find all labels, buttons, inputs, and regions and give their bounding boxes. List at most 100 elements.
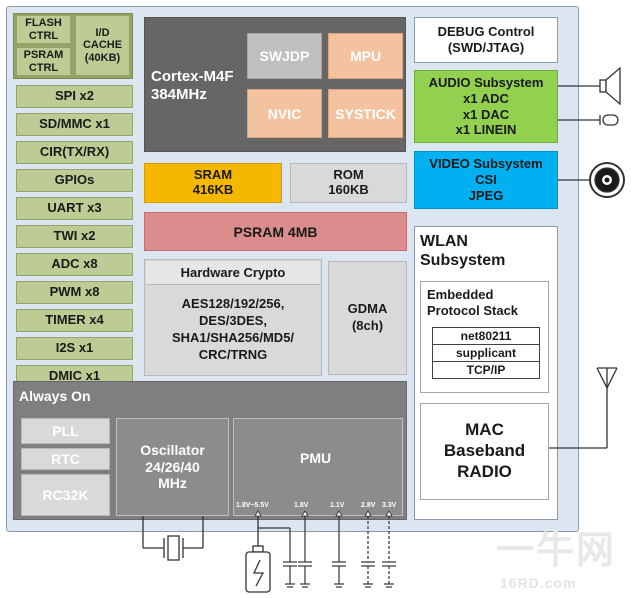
nvic-label: NVIC [267, 105, 302, 122]
debug-control-block: DEBUG Control (SWD/JTAG) [414, 17, 558, 63]
audio-line1: AUDIO Subsystem [428, 74, 544, 90]
watermark-main: 一牛网 [496, 530, 617, 572]
crypto-line4: CRC/TRNG [198, 346, 268, 362]
core-freq: 384MHz [151, 86, 207, 103]
systick-label: SYSTICK [335, 105, 396, 122]
video-line3: JPEG [468, 188, 504, 204]
peripheral-label: DMIC x1 [48, 368, 101, 384]
capacitor-icons [258, 516, 346, 588]
stack-title-line1: Embedded [427, 287, 494, 302]
swjdp-label: SWJDP [259, 48, 310, 64]
pmu-pin-3v3: 3.3V [382, 502, 397, 509]
pmu-block [233, 418, 403, 516]
watermark-sub: 16RD.com [500, 575, 576, 591]
camera-icon [558, 162, 625, 198]
peripheral-label: TIMER x4 [45, 312, 104, 328]
pmu-pin-vin: 1.8V~5.5V [236, 502, 269, 509]
core-name-text: Cortex-M4F [151, 68, 234, 85]
wlan-title-line2: Subsystem [420, 252, 506, 270]
oscillator-line1: Oscillator [140, 441, 205, 458]
battery-icon [245, 516, 271, 593]
video-subsystem-block: VIDEO Subsystem CSI JPEG [414, 151, 558, 209]
psram-ctrl-line2: CTRL [28, 61, 59, 74]
id-cache-line1: I/D [95, 27, 110, 40]
peripheral-i2s-x1: I2S x1 [16, 337, 133, 360]
peripheral-twi-x2: TWI x2 [16, 225, 133, 248]
peripheral-label: TWI x2 [53, 228, 96, 244]
peripheral-label: PWM x8 [49, 284, 100, 300]
flash-ctrl-line1: FLASH [25, 17, 62, 30]
oscillator-line2: 24/26/40 [145, 458, 200, 475]
peripheral-label: SPI x2 [54, 88, 95, 104]
video-line2: CSI [475, 171, 497, 187]
id-cache-line3: (40KB) [84, 51, 121, 64]
psram-ctrl: PSRAM CTRL [16, 47, 71, 76]
psram-ctrl-line1: PSRAM [23, 49, 64, 62]
crypto-line1: AES128/192/256, [181, 296, 285, 312]
audio-line4: x1 LINEIN [455, 122, 517, 138]
crypto-line2: DES/3DES, [199, 313, 267, 329]
flash-ctrl: FLASH CTRL [16, 15, 71, 44]
peripheral-gpios: GPIOs [16, 169, 133, 192]
peripheral-label: GPIOs [54, 172, 95, 188]
debug-line1: DEBUG Control [437, 23, 535, 39]
psram-label: PSRAM 4MB [233, 223, 318, 240]
pll-label: PLL [52, 423, 79, 439]
pmu-pin-1v1: 1.1V [330, 502, 345, 509]
sram-block: SRAM 416KB [144, 163, 282, 203]
debug-line2: (SWD/JTAG) [447, 40, 525, 55]
pmu-pin-markers [254, 510, 393, 517]
oscillator-line3: MHz [158, 475, 187, 492]
mac-line3: RADIO [457, 461, 512, 481]
flash-ctrl-line2: CTRL [28, 29, 59, 42]
crypto-line3: SHA1/SHA256/MD5/ [171, 330, 295, 345]
id-cache: I/D CACHE (40KB) [75, 15, 130, 76]
mpu-label: MPU [349, 48, 382, 64]
stack-item-tcpip-label: TCP/IP [466, 363, 506, 377]
rom-line2: 160KB [328, 182, 369, 197]
peripheral-timer-x4: TIMER x4 [16, 309, 133, 332]
rtc-label: RTC [51, 451, 80, 467]
pmu-pin-2v8: 2.8V [361, 502, 376, 509]
peripheral-label: CIR(TX/RX) [39, 144, 110, 160]
pll-block: PLL [21, 418, 110, 444]
nvic-block: NVIC [247, 89, 322, 138]
id-cache-line2: CACHE [82, 39, 123, 52]
psram-block: PSRAM 4MB [144, 212, 407, 251]
mpu-block: MPU [328, 33, 403, 79]
rom-line1: ROM [333, 167, 364, 183]
always-on-title: Always On [19, 388, 91, 404]
wlan-title-line1: WLAN [420, 233, 468, 250]
rom-block: ROM 160KB [290, 163, 407, 203]
mac-baseband-radio-block: MAC Baseband RADIO [420, 403, 549, 500]
protocol-stack-block [420, 281, 549, 393]
peripheral-label: UART x3 [47, 200, 102, 216]
peripheral-sd-mmc-x1: SD/MMC x1 [16, 113, 133, 136]
stack-title-line2: Protocol Stack [427, 303, 519, 319]
rc32k-block: RC32K [21, 474, 110, 516]
microphone-icon [558, 114, 619, 126]
mac-line1: MAC [465, 420, 504, 440]
crystal-icon [142, 516, 204, 561]
gdma-block: GDMA (8ch) [328, 261, 407, 375]
gdma-line2: (8ch) [351, 318, 384, 333]
wlan-title: WLAN Subsystem [420, 232, 505, 270]
audio-line3: x1 DAC [462, 106, 510, 122]
crypto-algorithms: AES128/192/256, DES/3DES, SHA1/SHA256/MD… [146, 288, 320, 372]
sram-line2: 416KB [192, 182, 234, 197]
protocol-stack-title: Embedded Protocol Stack [427, 287, 518, 320]
stack-item-supplicant-label: supplicant [455, 346, 516, 360]
peripheral-label: I2S x1 [55, 340, 94, 356]
mac-line2: Baseband [443, 441, 526, 461]
swjdp-block: SWJDP [247, 33, 322, 79]
pmu-pin-1v8: 1.8V [294, 502, 309, 509]
rtc-block: RTC [21, 448, 110, 470]
peripheral-spi-x2: SPI x2 [16, 85, 133, 108]
stack-item-tcpip: TCP/IP [433, 362, 539, 378]
watermark-logo: 一牛网 [496, 532, 616, 570]
oscillator-block: Oscillator 24/26/40 MHz [116, 418, 229, 516]
protocol-stack-list: net80211 supplicant TCP/IP [432, 327, 540, 379]
peripheral-label: SD/MMC x1 [39, 116, 110, 132]
video-line1: VIDEO Subsystem [429, 155, 543, 171]
